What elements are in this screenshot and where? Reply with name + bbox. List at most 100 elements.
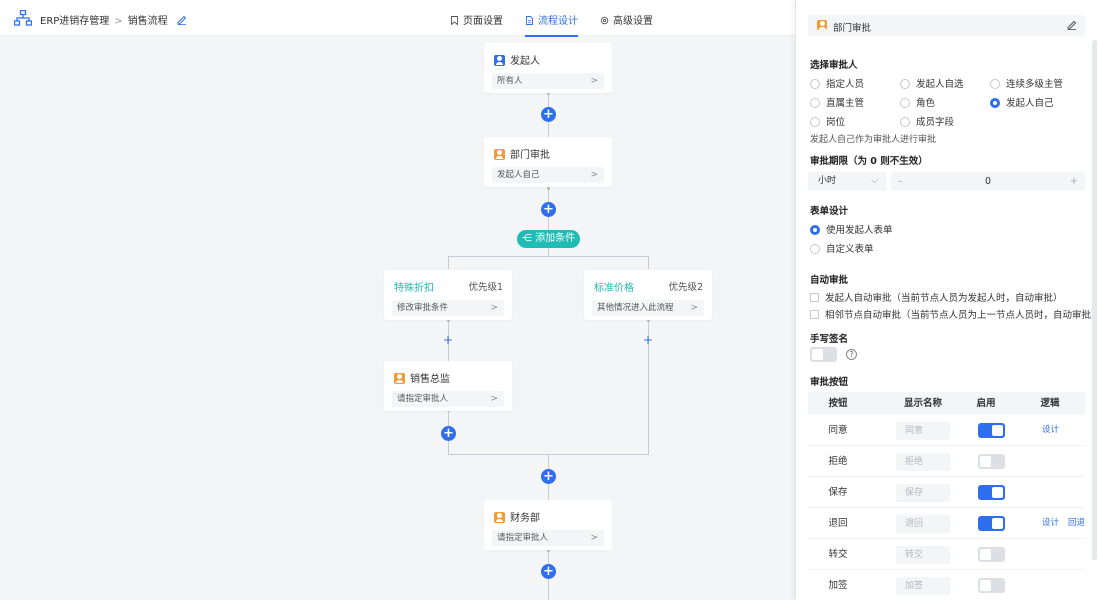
tab-flow-design[interactable]: 流程设计 (525, 12, 578, 37)
radio-circle (900, 98, 910, 108)
radio-label: 发起人自己 (1006, 98, 1054, 109)
radio-position[interactable]: 岗位 (810, 114, 845, 128)
tab-page-settings[interactable]: 页面设置 (450, 12, 503, 27)
enable-toggle[interactable] (978, 423, 1005, 438)
radio-direct-manager[interactable]: 直属主管 (810, 95, 864, 109)
node-title: 发起人 (510, 56, 540, 67)
node-content[interactable]: 其他情况进入此流程> (592, 300, 704, 316)
deadline-stepper[interactable]: – 0 + (891, 172, 1085, 191)
breadcrumb-app[interactable]: ERP进销存管理 (40, 16, 110, 27)
radio-role[interactable]: 角色 (900, 95, 935, 109)
add-node-button[interactable]: + (442, 333, 454, 347)
node-title-field[interactable]: 部门审批 (808, 15, 1085, 36)
radio-circle (810, 98, 820, 108)
chevron-right-icon: > (590, 533, 598, 543)
signature-toggle[interactable] (810, 347, 837, 362)
chevron-right-icon: > (590, 170, 598, 180)
node-content-text: 发起人自己 (497, 170, 540, 180)
table-row: 同意 同意 设计 (808, 415, 1085, 446)
deadline-value: 0 (984, 176, 992, 187)
increment-button[interactable]: + (1070, 176, 1078, 187)
sales-director-node[interactable]: 销售总监 请指定审批人> (384, 361, 512, 411)
help-icon[interactable]: ? (846, 349, 857, 360)
initiator-node[interactable]: 发起人 所有人> (484, 43, 612, 93)
logic-design-link[interactable]: 设计 (1042, 425, 1060, 435)
node-title: 财务部 (510, 513, 540, 524)
add-node-button[interactable]: + (541, 469, 556, 484)
checkbox-box (810, 293, 819, 302)
radio-designated-person[interactable]: 指定人员 (810, 76, 864, 90)
radio-label: 直属主管 (826, 98, 865, 109)
org-chart-icon (14, 10, 32, 26)
column-header: 逻辑 (1040, 398, 1060, 409)
tab-advanced-settings[interactable]: 高级设置 (600, 12, 653, 27)
radio-label: 角色 (916, 98, 936, 109)
deadline-unit-value: 小时 (818, 176, 837, 186)
radio-use-initiator-form[interactable]: 使用发起人表单 (810, 222, 893, 236)
enable-toggle[interactable] (978, 454, 1005, 469)
display-name-input[interactable]: 退回 (896, 515, 950, 533)
node-content[interactable]: 所有人> (492, 73, 604, 89)
add-node-button[interactable]: + (642, 333, 654, 347)
add-node-button[interactable]: + (541, 564, 556, 579)
checkbox-initiator-auto-approve[interactable]: 发起人自动审批（当前节点人员为发起人时，自动审批） (810, 290, 1063, 304)
logic-design-link[interactable]: 设计 (1042, 518, 1060, 528)
add-node-button[interactable]: + (441, 426, 456, 441)
radio-label: 使用发起人表单 (826, 225, 893, 236)
node-content-text: 所有人 (497, 76, 523, 86)
node-settings-panel: 部门审批 选择审批人 指定人员 发起人自选 连续多级主管 直属主管 角色 发起人… (795, 0, 1098, 600)
radio-initiator-self[interactable]: 发起人自己 (990, 95, 1054, 109)
display-name-input[interactable]: 转交 (896, 546, 950, 564)
logic-rollback-link[interactable]: 回退 (1068, 518, 1086, 528)
node-content[interactable]: 修改审批条件> (392, 300, 504, 316)
buttons-table-header: 按钮 显示名称 启用 逻辑 (808, 392, 1085, 415)
user-icon (494, 149, 505, 160)
deadline-unit-select[interactable]: 小时 ⌵ (808, 172, 886, 191)
panel-scrollbar[interactable] (1092, 40, 1097, 560)
breadcrumb: ERP进销存管理>销售流程 (40, 12, 187, 27)
add-condition-button[interactable]: ⋲ 添加条件 (517, 230, 580, 248)
decrement-button[interactable]: – (898, 176, 903, 187)
button-name: 同意 (828, 425, 848, 436)
enable-toggle[interactable] (978, 485, 1005, 500)
chevron-down-icon: ⌵ (871, 176, 878, 186)
edit-icon[interactable] (1067, 20, 1077, 30)
condition-branch-1[interactable]: 特殊折扣 优先级1 修改审批条件> (384, 270, 512, 320)
enable-toggle[interactable] (978, 578, 1005, 593)
node-content[interactable]: 请指定审批人> (492, 530, 604, 546)
document-icon (526, 16, 533, 25)
radio-custom-form[interactable]: 自定义表单 (810, 241, 874, 255)
user-icon (817, 20, 827, 30)
checkbox-adjacent-auto-approve[interactable]: 相邻节点自动审批（当前节点人员为上一节点人员时，自动审批） (810, 307, 1098, 321)
branch-title: 标准价格 (594, 283, 634, 294)
finance-node[interactable]: 财务部 请指定审批人> (484, 500, 612, 550)
radio-circle (810, 79, 820, 89)
branch-priority: 优先级1 (468, 282, 503, 293)
display-name-input[interactable]: 保存 (896, 484, 950, 502)
enable-toggle[interactable] (978, 547, 1005, 562)
dept-approval-node[interactable]: 部门审批 发起人自己> (484, 137, 612, 187)
radio-label: 发起人自选 (916, 79, 964, 90)
chevron-right-icon: > (690, 303, 698, 313)
approver-section-title: 选择审批人 (810, 60, 858, 71)
flow-name: 销售流程 (127, 16, 168, 27)
node-content[interactable]: 发起人自己 > (492, 167, 604, 183)
tab-label: 流程设计 (538, 16, 578, 27)
display-name-input[interactable]: 加签 (896, 577, 950, 595)
checkbox-box (810, 310, 819, 319)
display-name-input[interactable]: 同意 (896, 422, 950, 440)
add-node-button[interactable]: + (541, 202, 556, 217)
radio-initiator-select[interactable]: 发起人自选 (900, 76, 964, 90)
radio-label: 连续多级主管 (1006, 79, 1064, 90)
bookmark-icon (451, 16, 458, 25)
auto-approve-section-title: 自动审批 (810, 275, 849, 286)
edit-icon[interactable] (177, 15, 187, 25)
add-node-button[interactable]: + (541, 107, 556, 122)
enable-toggle[interactable] (978, 516, 1005, 531)
node-content[interactable]: 请指定审批人> (392, 391, 504, 407)
radio-circle (990, 79, 1000, 89)
display-name-input[interactable]: 拒绝 (896, 453, 950, 471)
radio-multi-level-manager[interactable]: 连续多级主管 (990, 76, 1063, 90)
condition-branch-2[interactable]: 标准价格 优先级2 其他情况进入此流程> (584, 270, 712, 320)
radio-member-field[interactable]: 成员字段 (900, 114, 954, 128)
